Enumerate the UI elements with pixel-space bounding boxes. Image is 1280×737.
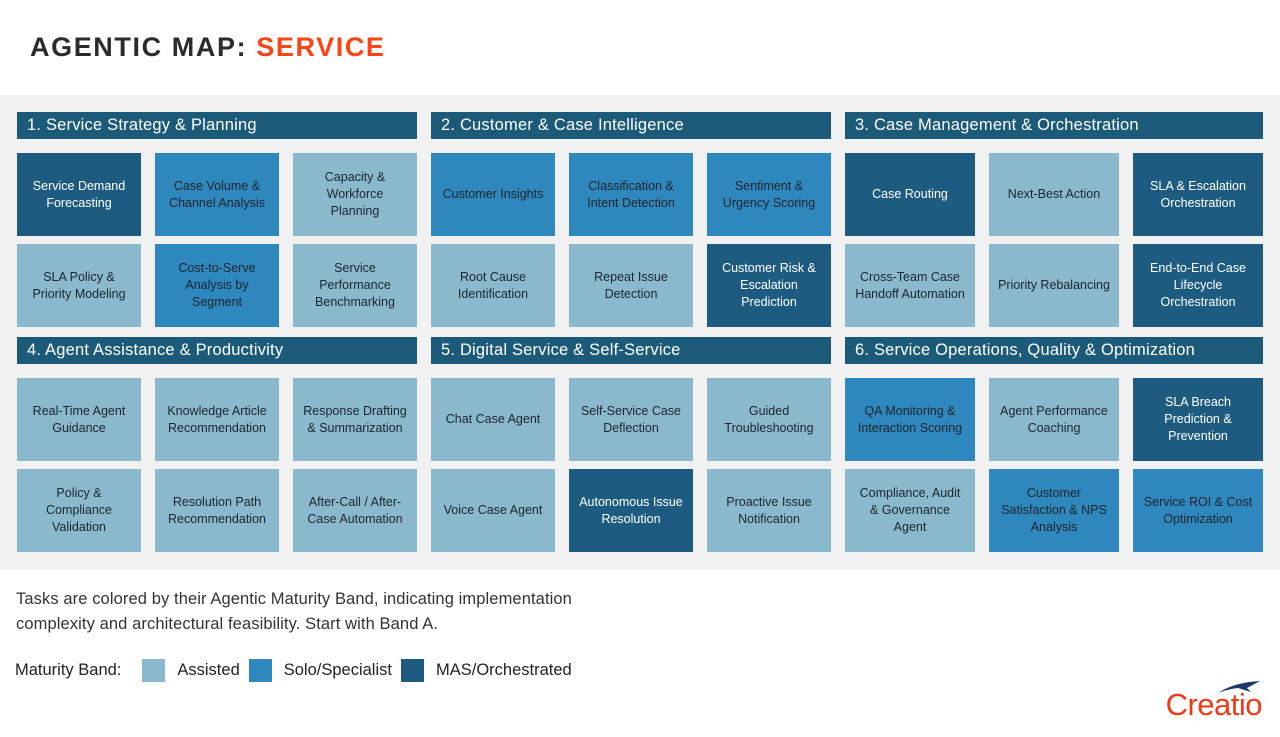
task-card: Response Drafting & Summarization xyxy=(293,378,417,461)
task-card: SLA & Escalation Orchestration xyxy=(1133,153,1263,236)
task-card: Voice Case Agent xyxy=(431,469,555,552)
task-card: Customer Insights xyxy=(431,153,555,236)
task-card: Service Demand Forecasting xyxy=(17,153,141,236)
task-card: Compliance, Audit & Governance Agent xyxy=(845,469,975,552)
legend-item-label: Solo/Specialist xyxy=(283,660,392,679)
task-card: Agent Performance Coaching xyxy=(989,378,1119,461)
mas-swatch xyxy=(400,658,424,682)
solo-swatch xyxy=(248,658,272,682)
legend-item: Solo/Specialist xyxy=(248,658,392,682)
task-card: Customer Risk & Escalation Prediction xyxy=(707,244,831,327)
creatio-logo-text: Creatio xyxy=(1165,687,1263,722)
task-card: End-to-End Case Lifecycle Orchestration xyxy=(1133,244,1263,327)
task-card: After-Call / After-Case Automation xyxy=(293,469,417,552)
legend-item: Assisted xyxy=(142,658,240,682)
task-card: Case Routing xyxy=(845,153,975,236)
legend-label: Maturity Band: xyxy=(15,660,122,679)
page-title-highlight: SERVICE xyxy=(256,32,386,62)
task-card: SLA Breach Prediction & Prevention xyxy=(1133,378,1263,461)
section-header: 3. Case Management & Orchestration xyxy=(845,112,1263,139)
legend-item: MAS/Orchestrated xyxy=(400,658,572,682)
task-card: Classification & Intent Detection xyxy=(569,153,693,236)
page-title: AGENTIC MAP: SERVICE xyxy=(30,32,386,63)
task-card: Priority Rebalancing xyxy=(989,244,1119,327)
task-card: Root Cause Identification xyxy=(431,244,555,327)
task-card: Cost-to-Serve Analysis by Segment xyxy=(155,244,279,327)
legend-item-label: MAS/Orchestrated xyxy=(435,660,572,679)
task-card: Knowledge Article Recommendation xyxy=(155,378,279,461)
section-header: 2. Customer & Case Intelligence xyxy=(431,112,831,139)
title-bar: AGENTIC MAP: SERVICE xyxy=(0,0,1280,95)
task-card: Self-Service Case Deflection xyxy=(569,378,693,461)
section-header: 6. Service Operations, Quality & Optimiz… xyxy=(845,337,1263,364)
section-header: 1. Service Strategy & Planning xyxy=(17,112,417,139)
task-card: Chat Case Agent xyxy=(431,378,555,461)
task-card: Service ROI & Cost Optimization xyxy=(1133,469,1263,552)
footer-note-line-2: complexity and architectural feasibility… xyxy=(16,614,439,633)
task-card: Proactive Issue Notification xyxy=(707,469,831,552)
page-title-prefix: AGENTIC MAP: xyxy=(30,32,257,62)
task-card: Sentiment & Urgency Scoring xyxy=(707,153,831,236)
task-card: Autonomous Issue Resolution xyxy=(569,469,693,552)
task-card: Case Volume & Channel Analysis xyxy=(155,153,279,236)
task-card: Cross-Team Case Handoff Automation xyxy=(845,244,975,327)
task-card: Guided Troubleshooting xyxy=(707,378,831,461)
task-card: Customer Satisfaction & NPS Analysis xyxy=(989,469,1119,552)
task-card: Capacity & Workforce Planning xyxy=(293,153,417,236)
task-card: QA Monitoring & Interaction Scoring xyxy=(845,378,975,461)
section: 6. Service Operations, Quality & Optimiz… xyxy=(845,337,1263,552)
task-card: Service Performance Benchmarking xyxy=(293,244,417,327)
task-card: Real-Time Agent Guidance xyxy=(17,378,141,461)
section-header: 5. Digital Service & Self-Service xyxy=(431,337,831,364)
footer-note: Tasks are colored by their Agentic Matur… xyxy=(16,587,1280,637)
task-card: SLA Policy & Priority Modeling xyxy=(17,244,141,327)
footer-note-line-1: Tasks are colored by their Agentic Matur… xyxy=(16,590,572,608)
footer: Tasks are colored by their Agentic Matur… xyxy=(0,587,1280,737)
legend-item-label: Assisted xyxy=(177,660,240,679)
task-card: Policy & Compliance Validation xyxy=(17,469,141,552)
assisted-swatch xyxy=(142,658,166,682)
maturity-legend: Maturity Band: Assisted Solo/Specialist MA… xyxy=(15,658,1280,682)
task-card: Next-Best Action xyxy=(989,153,1119,236)
creatio-logo: Creatio xyxy=(1165,681,1263,723)
creatio-arrow-icon xyxy=(1218,681,1260,693)
section-header: 4. Agent Assistance & Productivity xyxy=(17,337,417,364)
task-card: Repeat Issue Detection xyxy=(569,244,693,327)
task-card: Resolution Path Recommendation xyxy=(155,469,279,552)
